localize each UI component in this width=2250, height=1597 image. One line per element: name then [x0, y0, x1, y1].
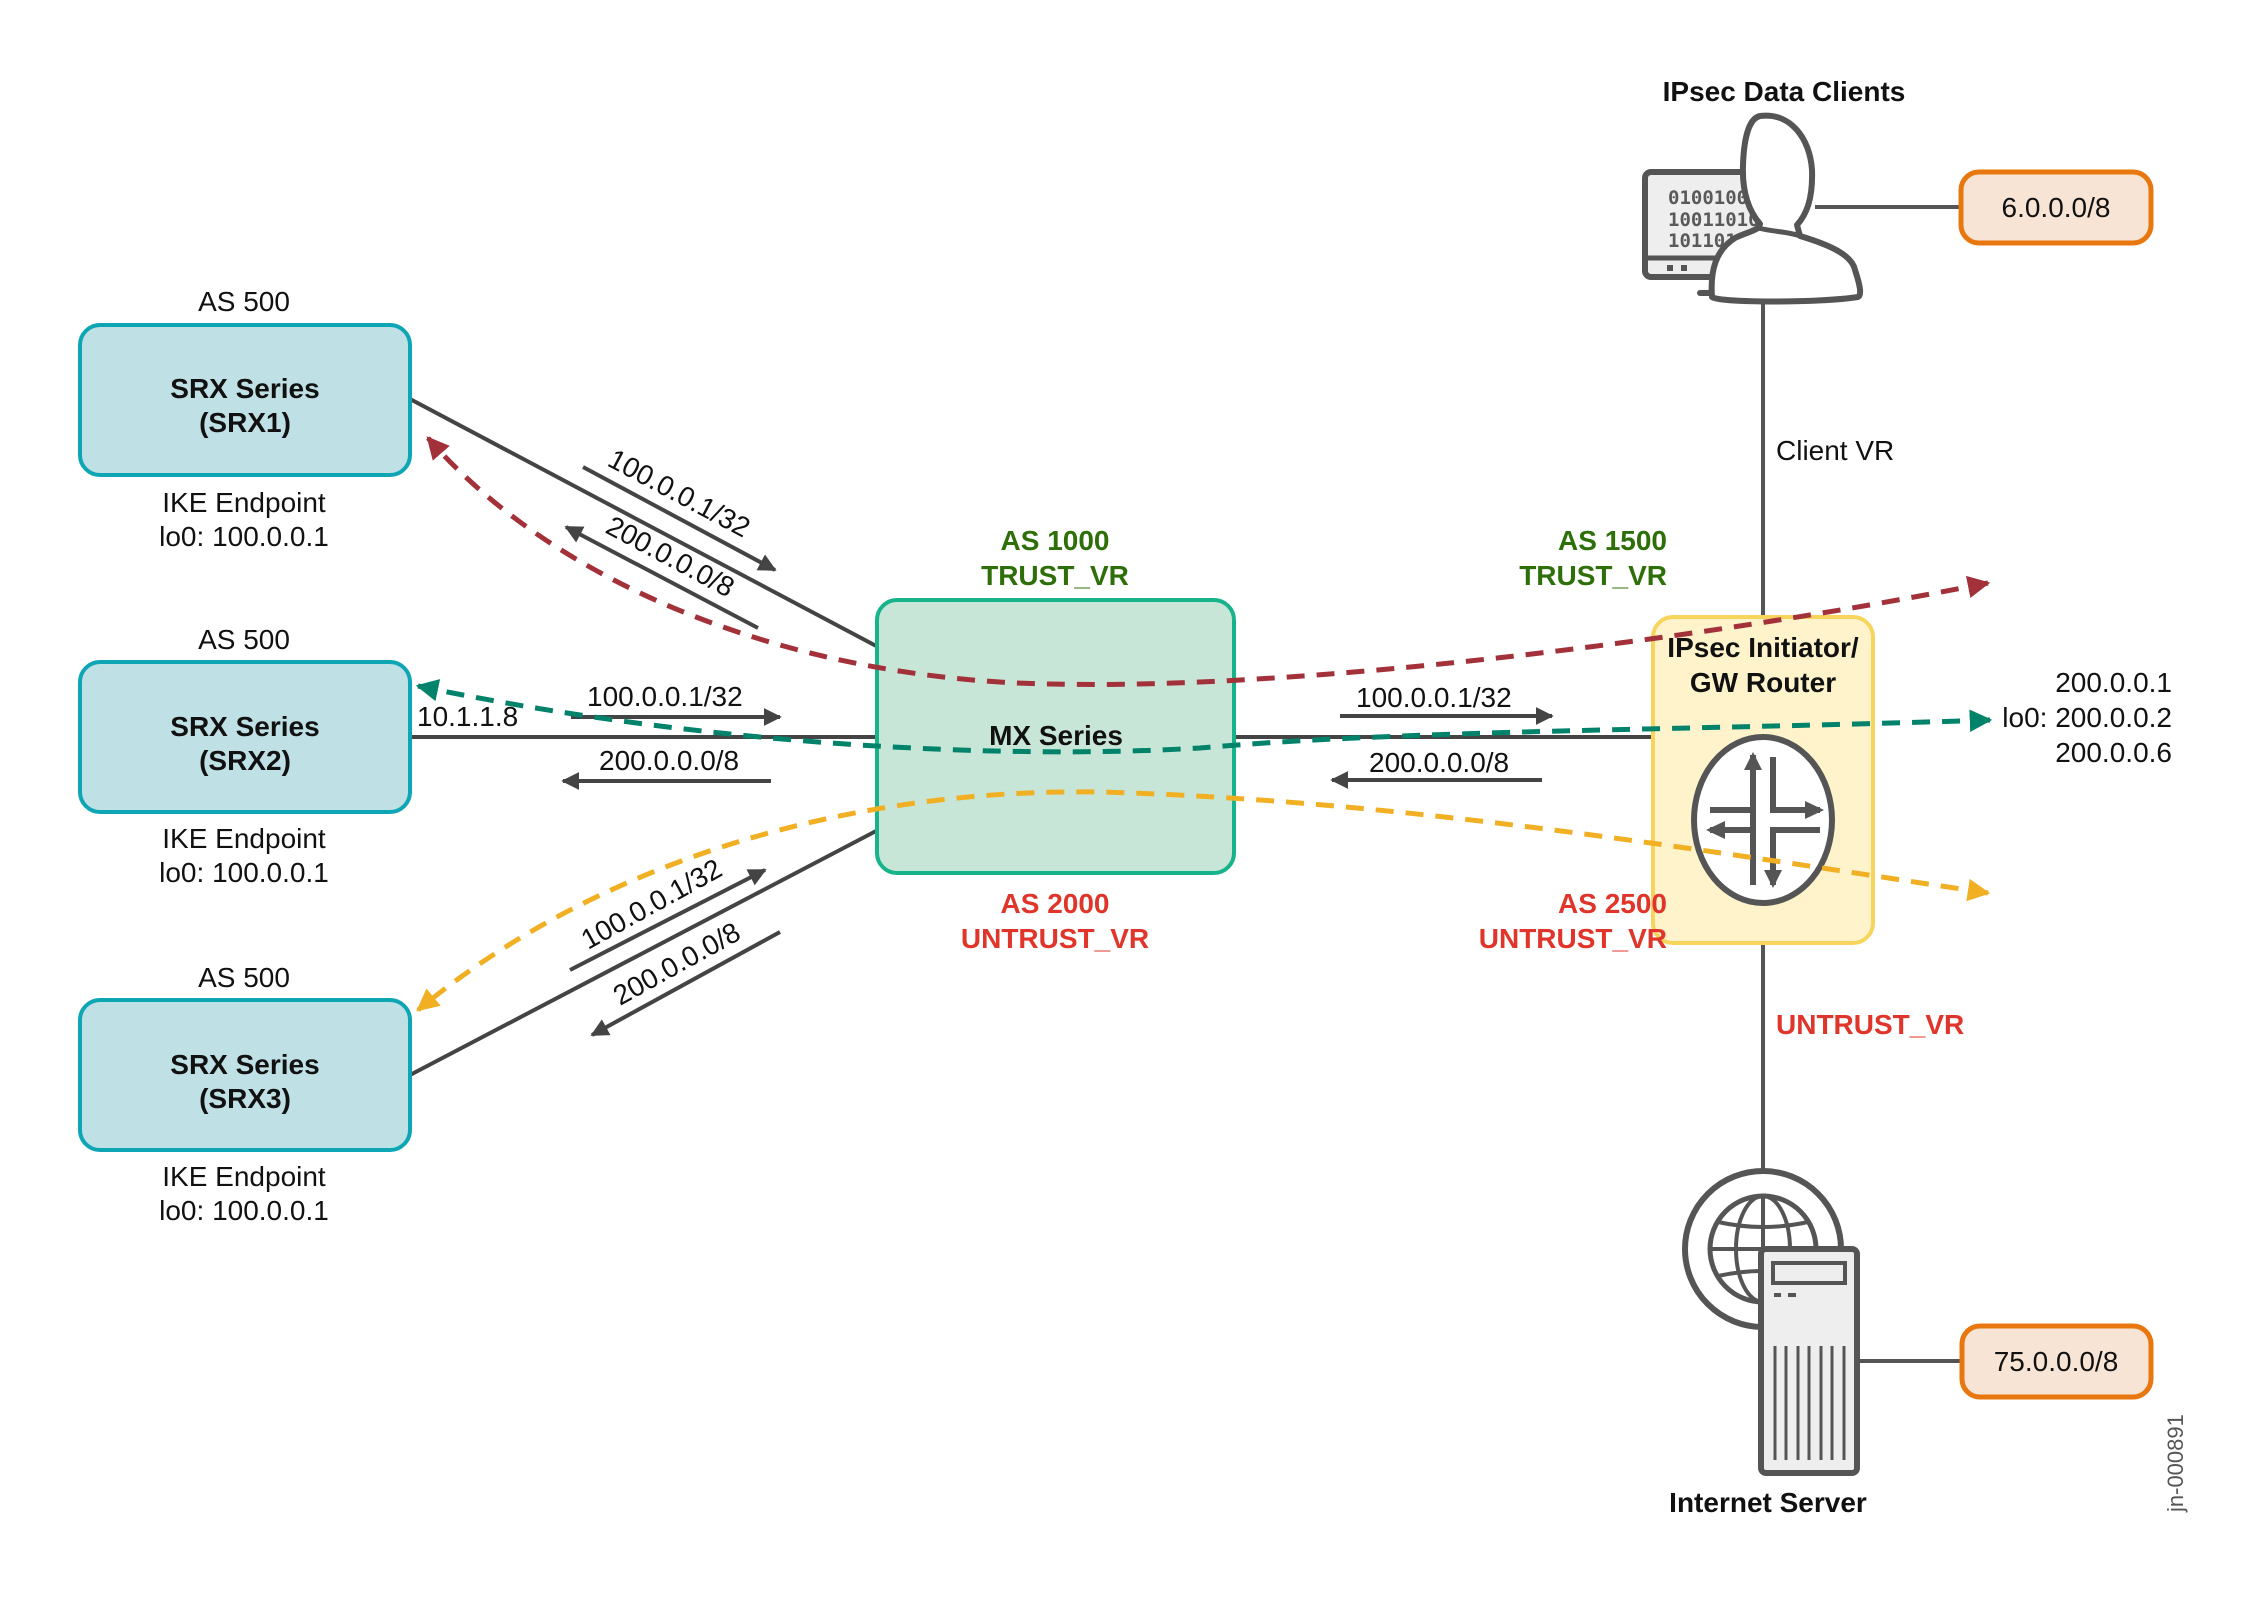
- srx2-subtitle: (SRX2): [199, 745, 291, 776]
- mx-title: MX Series: [989, 720, 1123, 751]
- mx-untrust-as: AS 2000: [1001, 888, 1110, 919]
- gw-title-line2: GW Router: [1690, 667, 1836, 698]
- user-icon: [1708, 112, 1864, 305]
- srx2-box[interactable]: [78, 660, 412, 814]
- srx1-box[interactable]: [78, 323, 412, 477]
- screen-line-3: 101101: [1668, 230, 1737, 252]
- clients-prefix: 6.0.0.0/8: [2002, 192, 2111, 223]
- srx2-as-label: AS 500: [198, 624, 290, 655]
- server-untrust-vr-label: UNTRUST_VR: [1776, 1009, 1964, 1040]
- gw-router-node[interactable]: AS 1500 TRUST_VR IPsec Initiator/ GW Rou…: [1479, 525, 2172, 954]
- srx1-role: IKE Endpoint: [162, 487, 326, 518]
- router-icon: [1691, 734, 1835, 906]
- server-prefix: 75.0.0.0/8: [1994, 1346, 2119, 1377]
- ipsec-data-clients[interactable]: IPsec Data Clients 0100100 10011010 1011…: [1642, 76, 2154, 466]
- link-srx3-mx: [409, 828, 879, 1077]
- srx2-node[interactable]: AS 500 SRX Series (SRX2) IKE Endpoint lo…: [78, 624, 412, 888]
- screen-line-1: 0100100: [1668, 187, 1748, 209]
- server-icon: [1758, 1246, 1860, 1476]
- gw-untrust-as: AS 2500: [1558, 888, 1667, 919]
- srx1-subtitle: (SRX1): [199, 407, 291, 438]
- gw-title-line1: IPsec Initiator/: [1667, 632, 1859, 663]
- mx-trust-as: AS 1000: [1001, 525, 1110, 556]
- gw-trust-vr: TRUST_VR: [1519, 560, 1667, 591]
- route-label-srx2-advertised: 100.0.0.1/32: [587, 681, 743, 712]
- server-title: Internet Server: [1669, 1487, 1867, 1518]
- srx3-role: IKE Endpoint: [162, 1161, 326, 1192]
- route-label-srx2-received: 200.0.0.0/8: [599, 745, 739, 776]
- gw-address-lo0: lo0: 200.0.0.2: [2002, 702, 2172, 733]
- client-vr-label: Client VR: [1776, 435, 1894, 466]
- srx3-subtitle: (SRX3): [199, 1083, 291, 1114]
- screen-line-2: 10011010: [1668, 209, 1760, 231]
- srx2-lo0: lo0: 100.0.0.1: [159, 857, 329, 888]
- tunnel-flow-srx3: [416, 789, 1991, 1012]
- mx-box[interactable]: [875, 598, 1236, 875]
- gw-untrust-vr: UNTRUST_VR: [1479, 923, 1667, 954]
- srx3-box[interactable]: [78, 998, 412, 1152]
- route-label-gw-received: 200.0.0.0/8: [1369, 747, 1509, 778]
- srx3-as-label: AS 500: [198, 962, 290, 993]
- srx1-as-label: AS 500: [198, 286, 290, 317]
- srx2-link-ip: 10.1.1.8: [417, 701, 518, 732]
- mx-node[interactable]: AS 1000 TRUST_VR MX Series AS 2000 UNTRU…: [875, 525, 1236, 954]
- link-srx1-mx: [409, 397, 881, 650]
- internet-server[interactable]: UNTRUST_VR Internet Se: [1669, 1009, 2154, 1518]
- tunnel-flow-srx1: [426, 436, 1991, 687]
- srx3-node[interactable]: AS 500 SRX Series (SRX3) IKE Endpoint lo…: [78, 962, 412, 1226]
- gw-trust-as: AS 1500: [1558, 525, 1667, 556]
- srx1-title: SRX Series: [170, 373, 319, 404]
- mx-untrust-vr: UNTRUST_VR: [961, 923, 1149, 954]
- server-prefix-box: [1959, 1323, 2154, 1400]
- srx2-title: SRX Series: [170, 711, 319, 742]
- gw-address-3: 200.0.0.6: [2055, 737, 2172, 768]
- tunnel-flow-srx2: [415, 679, 1993, 755]
- route-label-gw-advertised: 100.0.0.1/32: [1356, 682, 1512, 713]
- clients-title: IPsec Data Clients: [1663, 76, 1906, 107]
- srx2-role: IKE Endpoint: [162, 823, 326, 854]
- srx1-node[interactable]: AS 500 SRX Series (SRX1) IKE Endpoint lo…: [78, 286, 412, 552]
- srx1-lo0: lo0: 100.0.0.1: [159, 521, 329, 552]
- srx3-lo0: lo0: 100.0.0.1: [159, 1195, 329, 1226]
- figure-id: jn-000891: [2163, 1414, 2188, 1513]
- clients-prefix-box: [1958, 169, 2154, 246]
- gw-address-1: 200.0.0.1: [2055, 667, 2172, 698]
- mx-trust-vr: TRUST_VR: [981, 560, 1129, 591]
- srx3-title: SRX Series: [170, 1049, 319, 1080]
